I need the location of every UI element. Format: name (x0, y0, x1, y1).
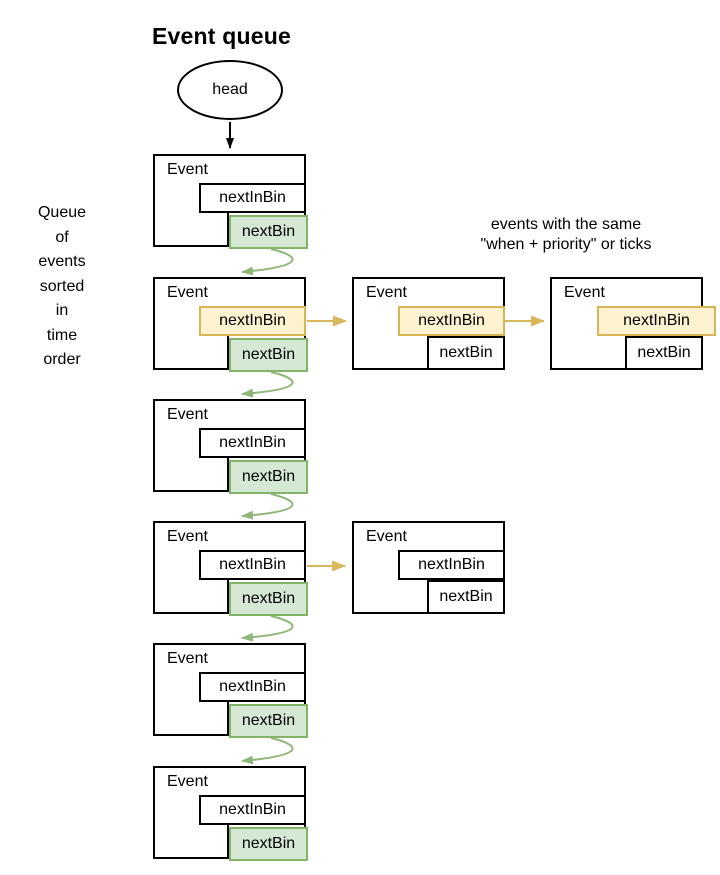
next-bin-divider (227, 580, 229, 614)
queue-event-2: Event nextInBin nextBin (153, 277, 308, 372)
queue-event-3: Event nextInBin nextBin (153, 399, 308, 494)
queue-annotation-line: events (38, 253, 86, 270)
queue-event-4: Event nextInBin nextBin (153, 521, 308, 616)
head-node-label: head (212, 81, 248, 98)
bin-event-3: Event nextBin nextInBin (352, 521, 505, 614)
next-in-bin-field: nextInBin (199, 795, 306, 825)
event-label: Event (167, 773, 208, 790)
next-in-bin-field: nextInBin (199, 428, 306, 458)
event-label: Event (167, 406, 208, 423)
event-label: Event (167, 650, 208, 667)
next-in-bin-field-highlighted: nextInBin (597, 306, 716, 336)
next-bin-field: nextBin (625, 336, 703, 370)
queue-annotation-line: in (55, 302, 69, 319)
event-label: Event (167, 161, 208, 178)
next-bin-divider (227, 336, 229, 370)
next-in-bin-field-highlighted: nextInBin (398, 306, 505, 336)
queue-link-arrow-4 (241, 615, 294, 642)
next-bin-field: nextBin (229, 827, 308, 861)
next-bin-field: nextBin (229, 215, 308, 249)
event-label: Event (167, 284, 208, 301)
next-bin-divider (227, 702, 229, 736)
queue-event-6: Event nextInBin nextBin (153, 766, 308, 861)
event-label: Event (564, 284, 605, 301)
queue-link-arrow-3 (241, 493, 294, 520)
queue-annotation: Queue of events sorted in time order (12, 201, 112, 373)
next-bin-field: nextBin (229, 338, 308, 372)
queue-link-arrow-1 (241, 248, 294, 276)
queue-link-arrow-5 (241, 737, 294, 765)
next-in-bin-field-highlighted: nextInBin (199, 306, 306, 336)
queue-event-1: Event nextInBin nextBin (153, 154, 308, 249)
event-label: Event (366, 284, 407, 301)
event-label: Event (366, 528, 407, 545)
next-in-bin-field: nextInBin (398, 550, 505, 580)
queue-annotation-line: time (46, 326, 78, 344)
next-in-bin-field: nextInBin (199, 183, 306, 213)
page-title: Event queue (152, 23, 291, 49)
next-bin-field: nextBin (427, 336, 505, 370)
same-tick-annotation-line: events with the same (490, 216, 642, 233)
bin-event-1: Event nextBin nextInBin (352, 277, 505, 370)
queue-event-5: Event nextInBin nextBin (153, 643, 308, 738)
queue-annotation-line: of (55, 228, 69, 246)
next-bin-field: nextBin (229, 704, 308, 738)
next-in-bin-field: nextInBin (199, 550, 306, 580)
same-tick-annotation-line: "when + priority" or ticks (480, 236, 652, 253)
queue-link-arrow-2 (241, 371, 294, 398)
head-node: head (177, 60, 283, 120)
next-bin-field: nextBin (229, 582, 308, 616)
bin-event-2: Event nextBin nextInBin (550, 277, 716, 370)
event-label: Event (167, 528, 208, 545)
queue-annotation-line: sorted (39, 277, 85, 295)
same-tick-annotation: events with the same "when + priority" o… (416, 215, 716, 255)
queue-annotation-line: order (43, 351, 81, 368)
next-bin-field: nextBin (427, 580, 505, 614)
next-bin-divider (227, 213, 229, 247)
next-bin-field: nextBin (229, 460, 308, 494)
next-in-bin-field: nextInBin (199, 672, 306, 702)
queue-annotation-line: Queue (37, 204, 87, 221)
next-bin-divider (227, 825, 229, 859)
next-bin-divider (227, 458, 229, 492)
